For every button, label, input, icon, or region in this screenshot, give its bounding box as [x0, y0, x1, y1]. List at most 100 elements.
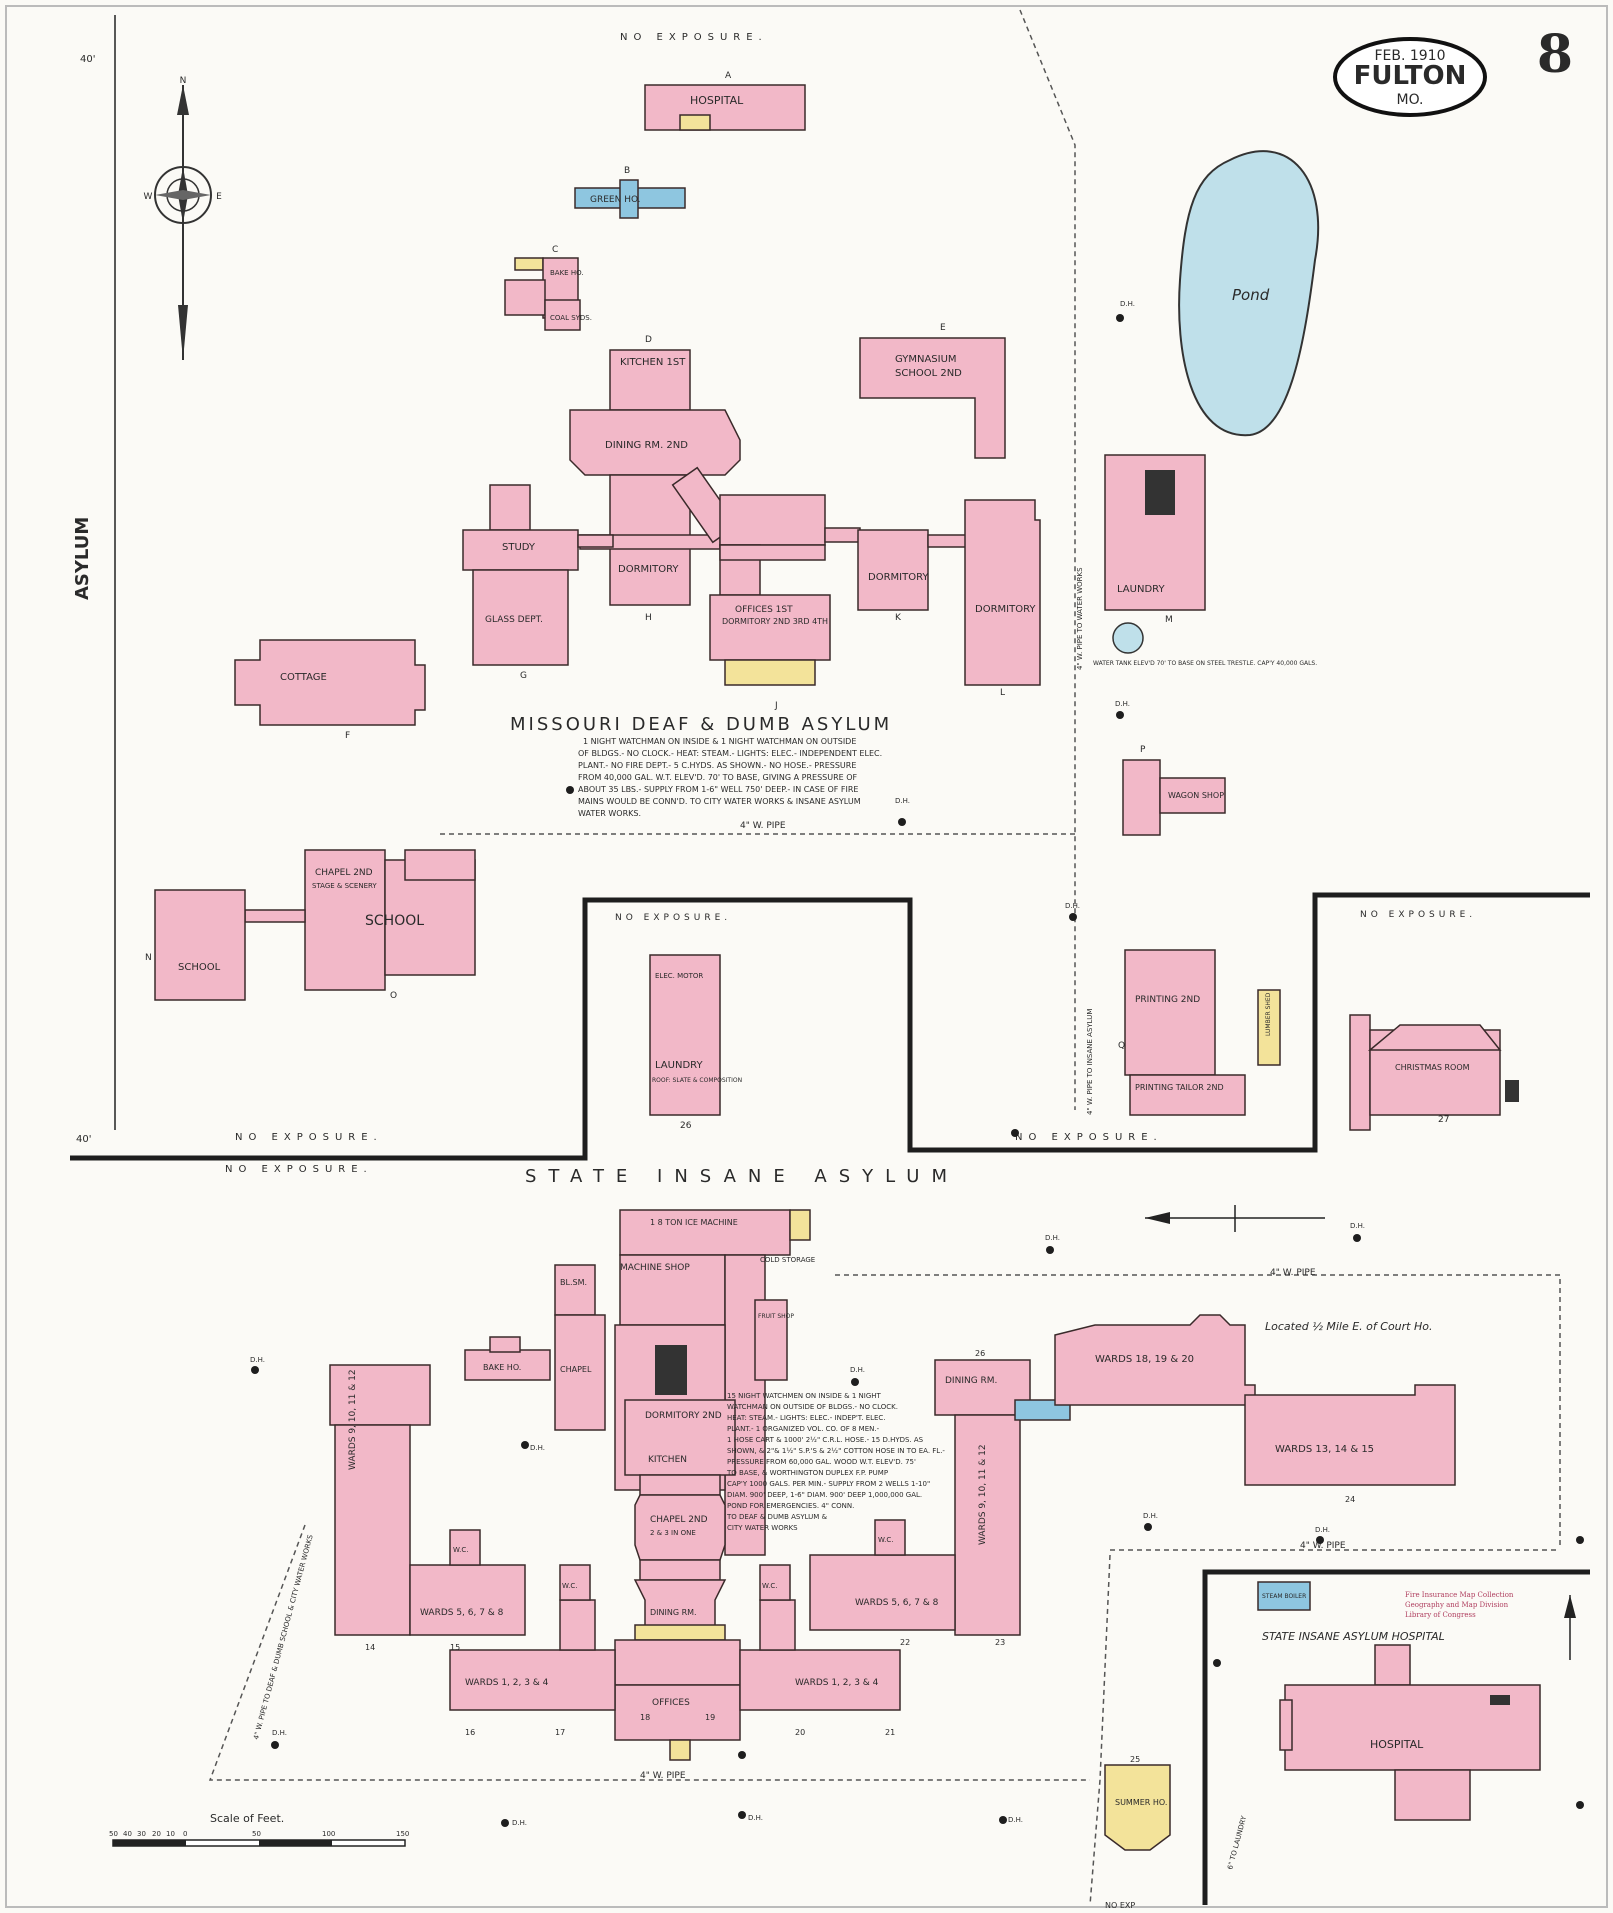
svg-text:GLASS DEPT.: GLASS DEPT. [485, 615, 543, 625]
water-tank-icon: WATER TANK ELEV'D 70' TO BASE ON STEEL T… [1093, 622, 1317, 667]
svg-text:G: G [520, 671, 527, 681]
svg-text:WARDS 5, 6, 7 & 8: WARDS 5, 6, 7 & 8 [420, 1608, 504, 1618]
svg-text:WARDS 1, 2, 3 & 4: WARDS 1, 2, 3 & 4 [795, 1678, 879, 1688]
svg-text:D.H.: D.H. [272, 1729, 287, 1737]
svg-text:MACHINE SHOP: MACHINE SHOP [620, 1263, 690, 1273]
svg-text:MAINS WOULD BE CONN'D. TO CITY: MAINS WOULD BE CONN'D. TO CITY WATER WOR… [578, 797, 861, 806]
svg-text:GYMNASIUM: GYMNASIUM [895, 354, 957, 365]
svg-text:CHAPEL: CHAPEL [560, 1365, 592, 1374]
svg-text:D: D [645, 335, 652, 345]
svg-text:WARDS 1, 2, 3 & 4: WARDS 1, 2, 3 & 4 [465, 1678, 549, 1688]
svg-text:M: M [1165, 615, 1173, 625]
svg-text:26: 26 [975, 1349, 985, 1358]
svg-text:30: 30 [137, 1830, 146, 1838]
boundary-lower [1202, 1569, 1590, 1905]
svg-text:Fire Insurance Map Collection: Fire Insurance Map Collection [1405, 1591, 1514, 1599]
pipe-left-label: 4" W. PIPE TO DEAF & DUMB SCHOOL & CITY … [252, 1533, 315, 1740]
svg-text:CHRISTMAS ROOM: CHRISTMAS ROOM [1395, 1063, 1470, 1072]
svg-text:WARDS 5, 6, 7 & 8: WARDS 5, 6, 7 & 8 [855, 1598, 939, 1608]
building-offices: OFFICES 18 19 [614, 1624, 741, 1761]
no-exposure-4: NO EXPOSURE. [1015, 1132, 1163, 1143]
svg-text:ELEC. MOTOR: ELEC. MOTOR [655, 972, 703, 980]
svg-text:1 NIGHT WATCHMAN ON INSIDE & 1: 1 NIGHT WATCHMAN ON INSIDE & 1 NIGHT WAT… [583, 737, 856, 746]
svg-text:Library of Congress: Library of Congress [1405, 1611, 1476, 1619]
svg-text:WATER WORKS.: WATER WORKS. [578, 809, 641, 818]
svg-text:DINING RM.: DINING RM. [945, 1376, 997, 1386]
direction-arrow-icon [1145, 1205, 1325, 1232]
svg-text:E: E [940, 323, 946, 333]
svg-text:D.H.: D.H. [1143, 1512, 1158, 1520]
svg-text:50: 50 [252, 1830, 261, 1838]
hospital-title: STATE INSANE ASYLUM HOSPITAL [1262, 1630, 1445, 1643]
w-pipe-left [208, 1524, 1090, 1781]
svg-text:C: C [552, 245, 558, 255]
svg-text:10: 10 [166, 1830, 175, 1838]
svg-text:D.H.: D.H. [1315, 1526, 1330, 1534]
edge-coord-top: 40' [80, 54, 95, 65]
svg-text:W.C.: W.C. [453, 1546, 468, 1554]
svg-text:WARDS 18, 19 & 20: WARDS 18, 19 & 20 [1095, 1354, 1194, 1365]
svg-text:DORMITORY: DORMITORY [618, 564, 679, 575]
connector-school [244, 909, 306, 923]
no-exposure-5: NO EXPOSURE. [1360, 910, 1476, 920]
svg-text:BAKE HO.: BAKE HO. [483, 1363, 521, 1372]
building-wards-1-right: WARDS 1, 2, 3 & 4 W.C. 20 21 [739, 1564, 901, 1737]
svg-text:LUMBER SHED: LUMBER SHED [1265, 992, 1272, 1036]
svg-text:PLANT.- NO FIRE DEPT.- 5 C.HYD: PLANT.- NO FIRE DEPT.- 5 C.HYDS. AS SHOW… [578, 761, 856, 770]
svg-text:D.H.: D.H. [1045, 1234, 1060, 1242]
building-hospital-a: A HOSPITAL [644, 71, 806, 131]
svg-text:F: F [345, 731, 350, 741]
svg-text:DINING RM. 2ND: DINING RM. 2ND [605, 440, 688, 451]
svg-text:SCHOOL: SCHOOL [365, 913, 424, 929]
svg-text:D.H.: D.H. [748, 1814, 763, 1822]
svg-text:SCHOOL 2ND: SCHOOL 2ND [895, 368, 962, 379]
scale-label: Scale of Feet. [210, 1812, 284, 1825]
svg-text:D.H.: D.H. [895, 797, 910, 805]
no-exposure-short: NO EXP [1105, 1901, 1135, 1910]
state-asylum-notes: 15 NIGHT WATCHMEN ON INSIDE & 1 NIGHT WA… [726, 1392, 945, 1532]
svg-text:HOSPITAL: HOSPITAL [1370, 1738, 1424, 1751]
svg-text:25: 25 [1130, 1755, 1140, 1764]
svg-text:40: 40 [123, 1830, 132, 1838]
svg-text:WATCHMAN ON OUTSIDE OF BLDGS.-: WATCHMAN ON OUTSIDE OF BLDGS.- NO CLOCK. [727, 1403, 898, 1411]
svg-text:15 NIGHT WATCHMEN ON INSIDE &: 15 NIGHT WATCHMEN ON INSIDE & 1 NIGHT [727, 1392, 882, 1400]
svg-text:20: 20 [152, 1830, 161, 1838]
svg-text:1 8 TON ICE MACHINE: 1 8 TON ICE MACHINE [650, 1218, 738, 1227]
building-wards-13: WARDS 13, 14 & 15 24 [1244, 1384, 1456, 1504]
building-wards-9-right: DINING RM. WARDS 9, 10, 11 & 12 WARDS 5,… [809, 1349, 1031, 1647]
svg-text:Geography and Map Division: Geography and Map Division [1405, 1601, 1509, 1609]
hydrant-markers [251, 314, 1584, 1827]
svg-text:PRESSURE FROM 60,000 GAL. WOOD: PRESSURE FROM 60,000 GAL. WOOD W.T. ELEV… [727, 1458, 916, 1466]
library-stamp: Fire Insurance Map Collection Geography … [1405, 1591, 1514, 1619]
svg-text:KITCHEN 1ST: KITCHEN 1ST [620, 357, 686, 368]
compass-rose-icon: N W E [144, 76, 222, 360]
svg-text:D.H.: D.H. [1120, 300, 1135, 308]
svg-text:P: P [1140, 745, 1146, 755]
svg-text:Q: Q [1118, 1041, 1125, 1051]
svg-text:50: 50 [109, 1830, 118, 1838]
w-pipe-south [1089, 1554, 1111, 1906]
building-school-n: SCHOOL N [145, 889, 246, 1001]
svg-text:DIAM. 900' DEEP, 1-6" DIAM. 90: DIAM. 900' DEEP, 1-6" DIAM. 900' DEEP 1,… [727, 1491, 922, 1499]
map-city: FULTON [1354, 61, 1467, 91]
svg-text:DORMITORY 2ND 3RD 4TH: DORMITORY 2ND 3RD 4TH [722, 617, 828, 626]
building-gymnasium-e: E GYMNASIUM SCHOOL 2ND [859, 323, 1006, 459]
svg-text:B: B [624, 166, 630, 176]
svg-text:PLANT.- 1 ORGANIZED VOL. CO. O: PLANT.- 1 ORGANIZED VOL. CO. OF 8 MEN.- [727, 1425, 880, 1433]
north-arrow-icon [1564, 1595, 1576, 1660]
svg-text:1 HOSE CART & 1000' 2½" C.R.L.: 1 HOSE CART & 1000' 2½" C.R.L. HOSE.- 15… [727, 1436, 924, 1444]
svg-text:BL.SM.: BL.SM. [560, 1278, 587, 1287]
property-line-east [1019, 9, 1076, 1110]
svg-text:TO BASE, & WORTHINGTON DUPLEX: TO BASE, & WORTHINGTON DUPLEX F.P. PUMP [726, 1469, 888, 1477]
svg-text:15: 15 [450, 1643, 460, 1652]
svg-text:100: 100 [322, 1830, 335, 1838]
state-asylum-title: STATE INSANE ASYLUM [525, 1166, 959, 1187]
svg-text:KITCHEN: KITCHEN [648, 1455, 687, 1465]
svg-text:HOSPITAL: HOSPITAL [690, 94, 744, 107]
building-wards-1-left: WARDS 1, 2, 3 & 4 W.C. 16 17 [449, 1564, 616, 1737]
svg-text:26: 26 [680, 1121, 692, 1131]
svg-text:WARDS 13, 14 & 15: WARDS 13, 14 & 15 [1275, 1444, 1374, 1455]
pipe-label-lower: 4" W. PIPE [1300, 1541, 1346, 1551]
